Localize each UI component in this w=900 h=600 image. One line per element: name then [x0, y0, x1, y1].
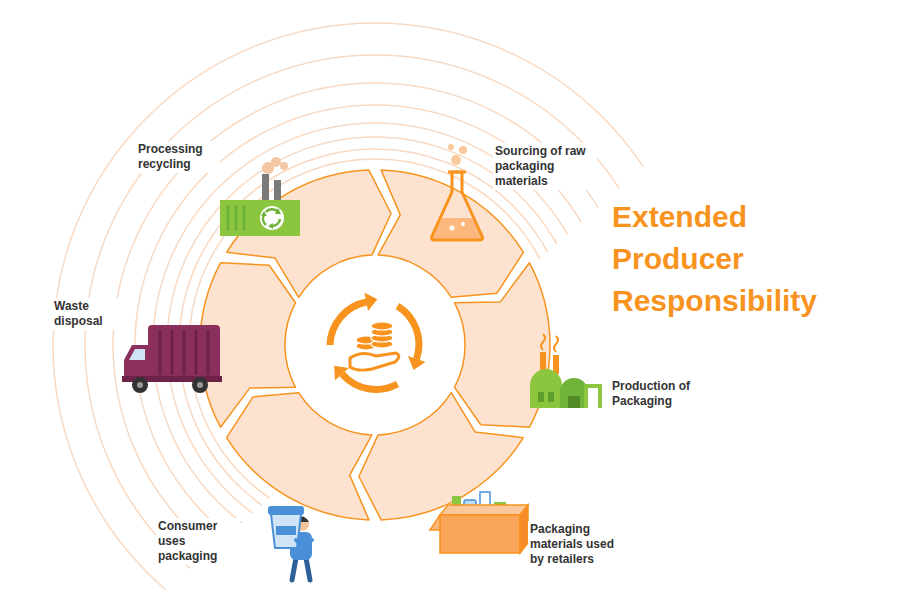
cycle-icon [316, 289, 426, 408]
cycle-segment: Consumer uses packaging [224, 390, 374, 522]
flask-icon [431, 144, 482, 240]
cycle-arrow [398, 306, 426, 370]
stage-label: Sourcing of raw packaging materials [493, 143, 597, 190]
box-icon [430, 492, 528, 553]
segment-shape [356, 390, 526, 522]
cycle-arrow [328, 352, 397, 408]
segment-shape [224, 390, 374, 522]
coin-stack [356, 322, 393, 350]
factory-icon [530, 334, 600, 408]
cycle-segment: Waste disposal [198, 260, 298, 430]
cycle-arrow [316, 289, 385, 345]
stage-label: Packaging materials used by retailers [528, 521, 628, 568]
hand [350, 353, 399, 370]
chevron-segment [200, 263, 296, 427]
recycling-plant-icon [220, 157, 300, 236]
segment-shape [452, 260, 552, 430]
segment-shape [198, 260, 298, 430]
chevron-segment [359, 393, 524, 520]
stage-label: Production of Packaging [610, 378, 698, 410]
cycle-segment: Production of Packaging [452, 260, 552, 430]
person-icon [268, 506, 312, 580]
stage-label: Processing recycling [136, 141, 220, 173]
cycle-segment: Sourcing of raw packaging materials [376, 168, 526, 300]
chevron-segment [455, 263, 551, 427]
arc-rings [53, 23, 697, 600]
diagram-title: Extended Producer Responsibility [612, 196, 852, 322]
cycle-segment: Processing recycling [224, 168, 394, 300]
stage-label: Waste disposal [52, 298, 118, 330]
chevron-segment [227, 170, 392, 297]
cycle-segment: Packaging materials used by retailers [356, 390, 526, 522]
stage-label: Consumer uses packaging [156, 518, 240, 565]
chevron-segment [227, 393, 372, 520]
segment-shape [224, 168, 394, 300]
truck-icon [122, 325, 222, 393]
